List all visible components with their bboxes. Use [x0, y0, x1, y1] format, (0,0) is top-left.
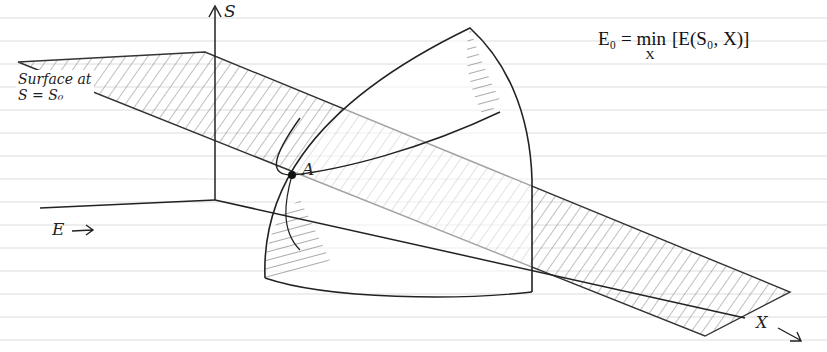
point-label: A [302, 160, 314, 180]
x-arrow [778, 328, 801, 341]
axis-label: S [224, 2, 236, 22]
surface-shade [467, 28, 500, 120]
axis-label: E [52, 220, 64, 240]
e-axis [40, 200, 215, 208]
surface-base [265, 278, 532, 297]
e-arrow [72, 225, 93, 235]
formula-text: [E(S₀, X)] [672, 28, 749, 50]
minimum-point [288, 171, 296, 179]
axis-label: X [756, 314, 767, 332]
plane-label: Surface at S = S₀ [16, 70, 94, 104]
s-axis [214, 8, 216, 200]
formula-text: E₀ = min [598, 28, 666, 50]
ruled-paper [0, 18, 827, 340]
x-axis [215, 200, 745, 318]
surface-outline [265, 28, 532, 292]
surface-curve [286, 175, 300, 250]
surface-shade [265, 200, 330, 278]
formula-subscript: X [645, 48, 654, 63]
